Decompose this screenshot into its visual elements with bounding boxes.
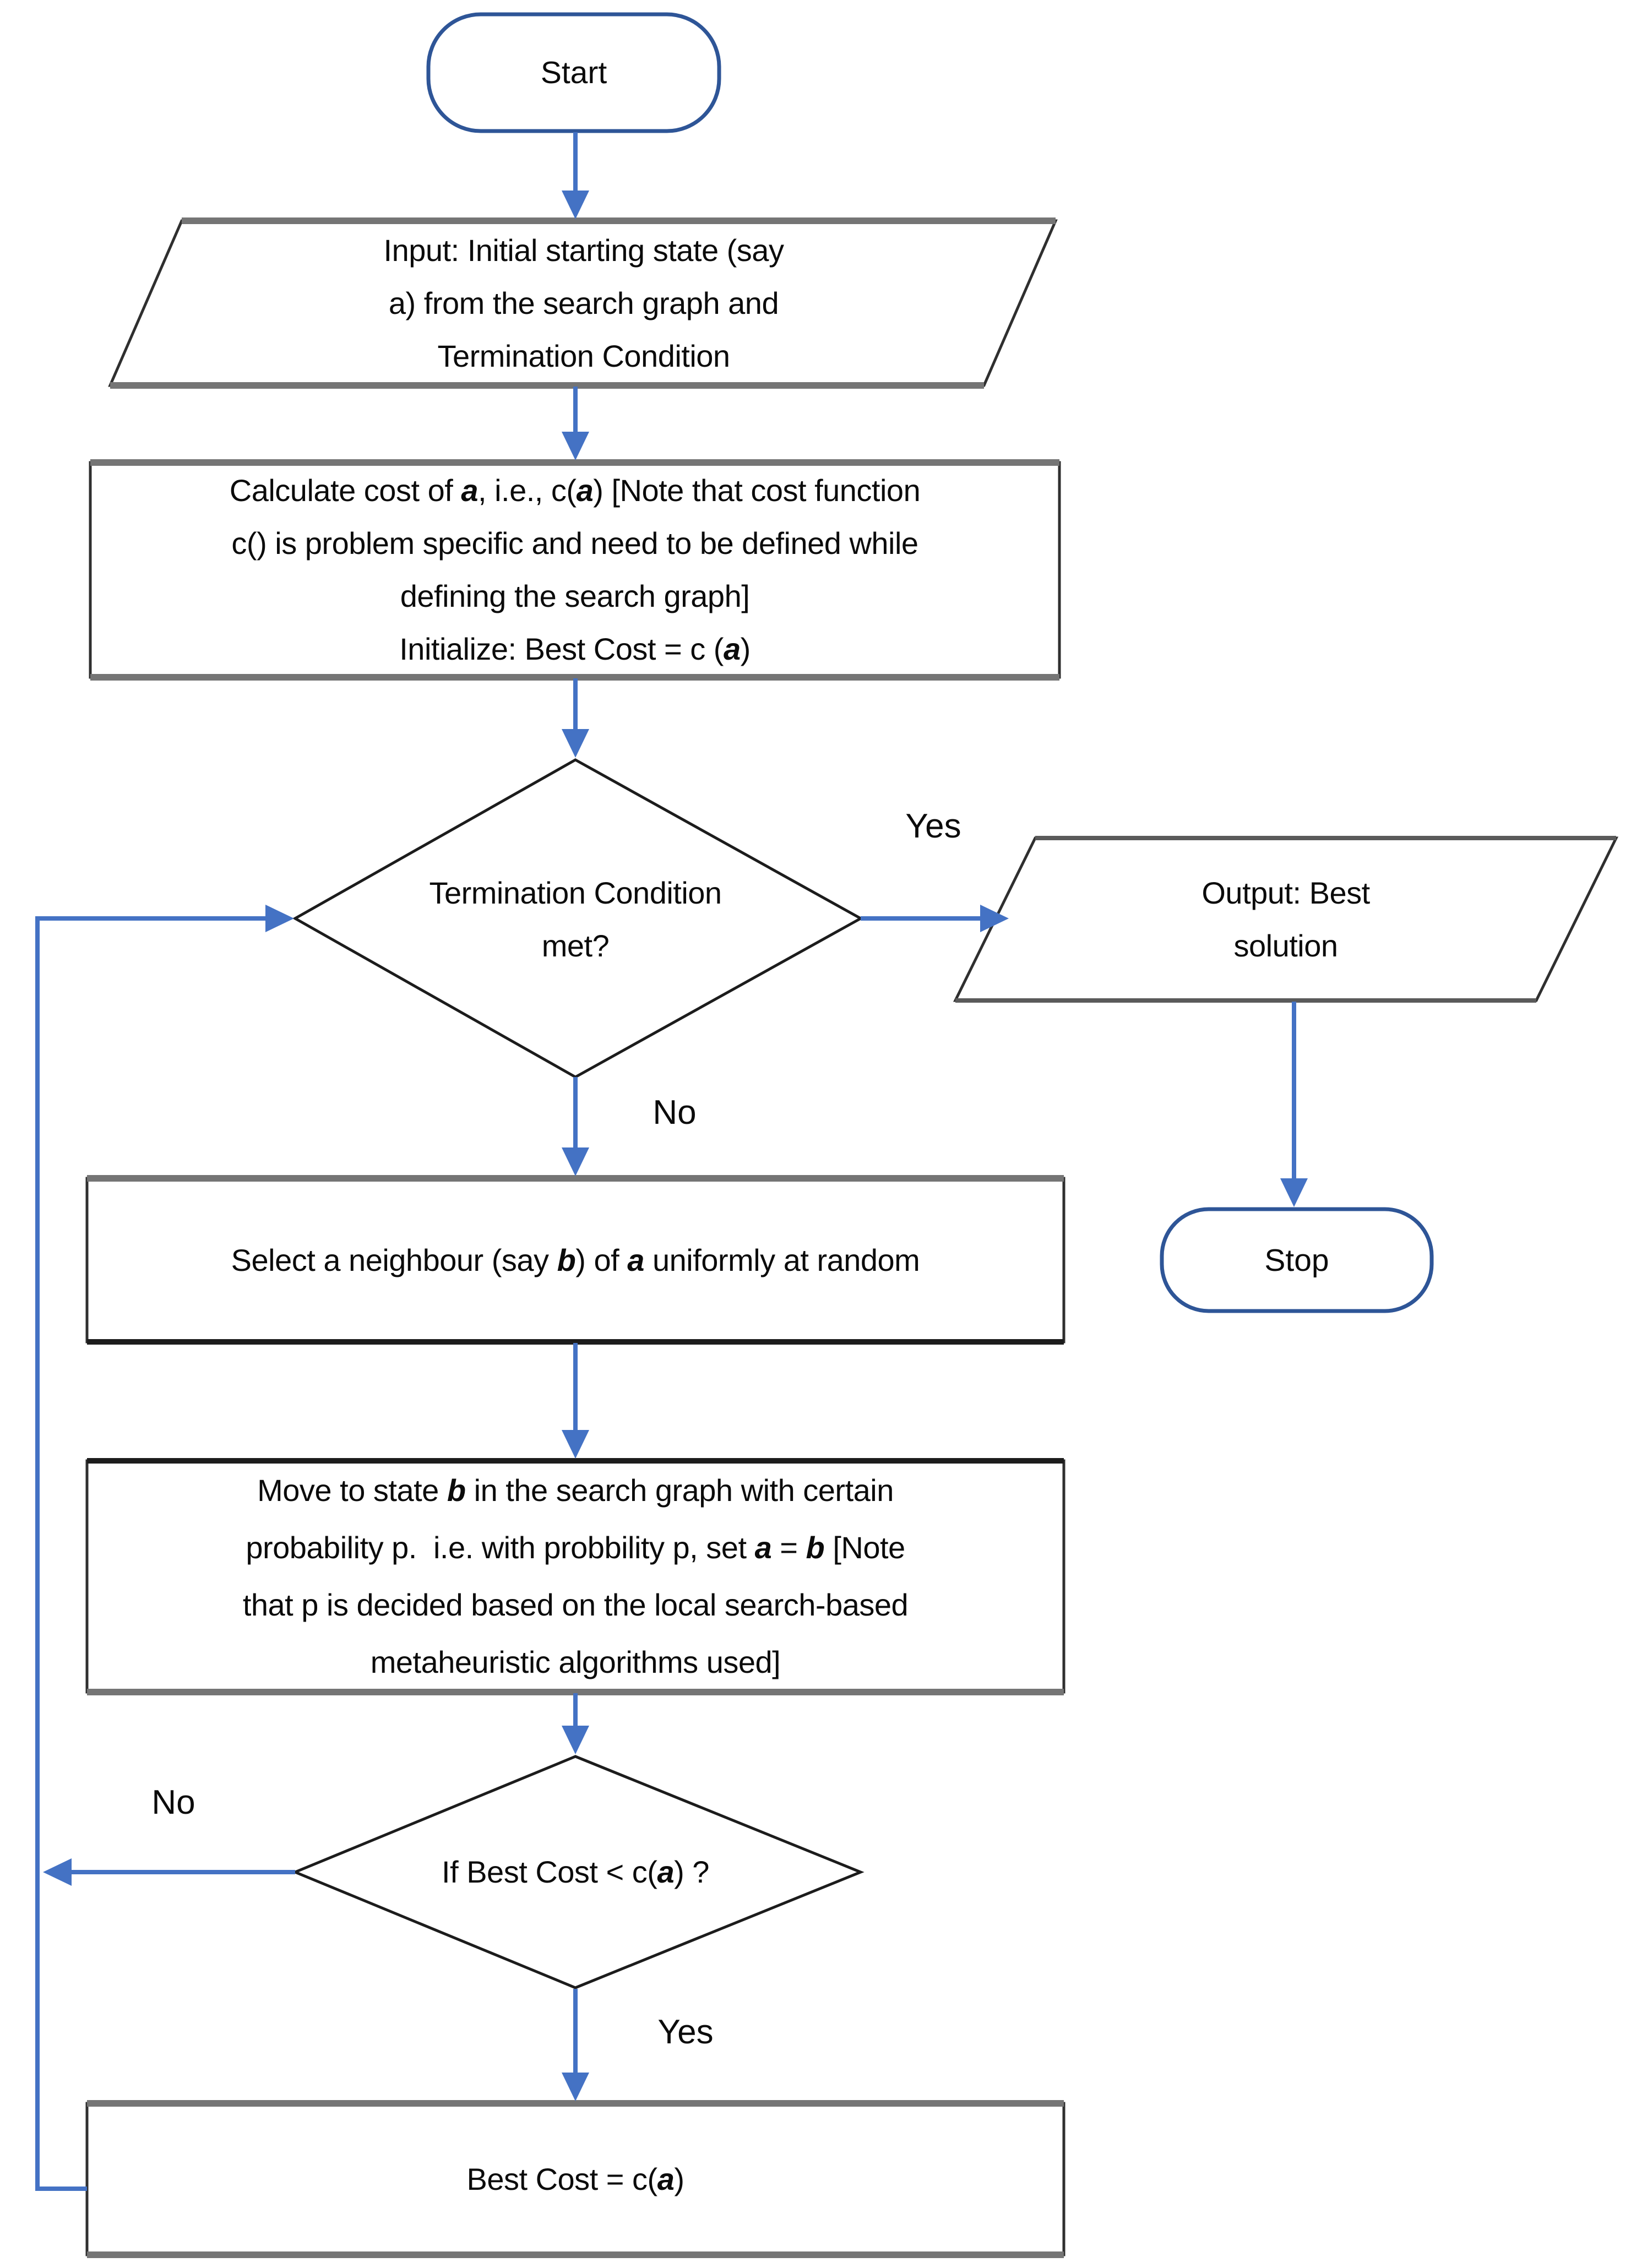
termination-line: met? bbox=[541, 928, 610, 963]
stop-label: Stop bbox=[1264, 1242, 1329, 1278]
update-best-text: Best Cost = c(a) bbox=[87, 2103, 1064, 2255]
arrowhead-into-stop bbox=[1280, 1178, 1308, 1207]
arrowhead-into-select bbox=[562, 1147, 589, 1176]
output-text: Output: Best solution bbox=[999, 838, 1572, 1000]
calculate-line: Calculate cost of a, i.e., c(a) [Note th… bbox=[229, 473, 921, 508]
move-line: that p is decided based on the local sea… bbox=[242, 1587, 909, 1622]
arrowhead-no-into-loop bbox=[43, 1858, 72, 1886]
arrowhead-into-move bbox=[562, 1430, 589, 1459]
termination-line: Termination Condition bbox=[429, 875, 722, 910]
edge-loop-back bbox=[35, 916, 267, 2191]
edge-label-best-no: No bbox=[151, 1783, 195, 1821]
arrowhead-into-calculate bbox=[562, 432, 589, 460]
move-line: Move to state b in the search graph with… bbox=[257, 1473, 894, 1508]
input-line: Termination Condition bbox=[437, 338, 730, 373]
move-line: probability p. i.e. with probbility p, s… bbox=[246, 1530, 905, 1565]
arrowhead-into-best-check bbox=[562, 1726, 589, 1754]
arrowhead-into-termination bbox=[562, 729, 589, 758]
stop-terminator-shape bbox=[1160, 1207, 1434, 1313]
arrowheads bbox=[43, 191, 1308, 2101]
move-process-shape bbox=[85, 1459, 1065, 1694]
calculate-process-shape bbox=[89, 461, 1061, 679]
termination-text: Termination Condition met? bbox=[341, 815, 809, 1024]
calculate-line: defining the search graph] bbox=[400, 579, 750, 613]
calculate-line: c() is problem specific and need to be d… bbox=[231, 526, 918, 561]
edge-label-termination-no: No bbox=[653, 1093, 697, 1132]
output-line: Output: Best bbox=[1201, 875, 1370, 910]
start-terminator-shape bbox=[426, 12, 721, 133]
input-line: a) from the search graph and bbox=[388, 285, 779, 320]
input-text: Input: Initial starting state (say a) fr… bbox=[112, 221, 1056, 385]
output-line: solution bbox=[1233, 928, 1338, 963]
calculate-text: Calculate cost of a, i.e., c(a) [Note th… bbox=[90, 463, 1059, 677]
arrowhead-into-output bbox=[980, 905, 1009, 932]
best-check-line: If Best Cost < c(a) ? bbox=[442, 1854, 709, 1889]
update-best-line: Best Cost = c(a) bbox=[466, 2161, 684, 2196]
start-label: Start bbox=[540, 55, 607, 90]
select-process-shape bbox=[85, 1177, 1065, 1344]
move-line: metaheuristic algorithms used] bbox=[370, 1645, 781, 1679]
best-check-text: If Best Cost < c(a) ? bbox=[323, 1756, 828, 1988]
arrowhead-into-update-best bbox=[562, 2073, 589, 2101]
select-line: Select a neighbour (say b) of a uniforml… bbox=[231, 1242, 920, 1277]
move-text: Move to state b in the search graph with… bbox=[87, 1461, 1064, 1692]
arrowhead-loop-into-termination bbox=[265, 905, 294, 932]
edge-label-best-yes: Yes bbox=[657, 2013, 714, 2051]
arrowhead-into-input bbox=[562, 191, 589, 219]
select-text: Select a neighbour (say b) of a uniforml… bbox=[87, 1178, 1064, 1342]
update-best-process-shape bbox=[85, 2102, 1065, 2256]
input-line: Input: Initial starting state (say bbox=[383, 232, 784, 268]
edge-label-termination-yes: Yes bbox=[905, 807, 961, 845]
calculate-line: Initialize: Best Cost = c (a) bbox=[399, 632, 751, 666]
best-check-decision-shape bbox=[291, 1755, 865, 1989]
connector-lines bbox=[35, 132, 1296, 2191]
